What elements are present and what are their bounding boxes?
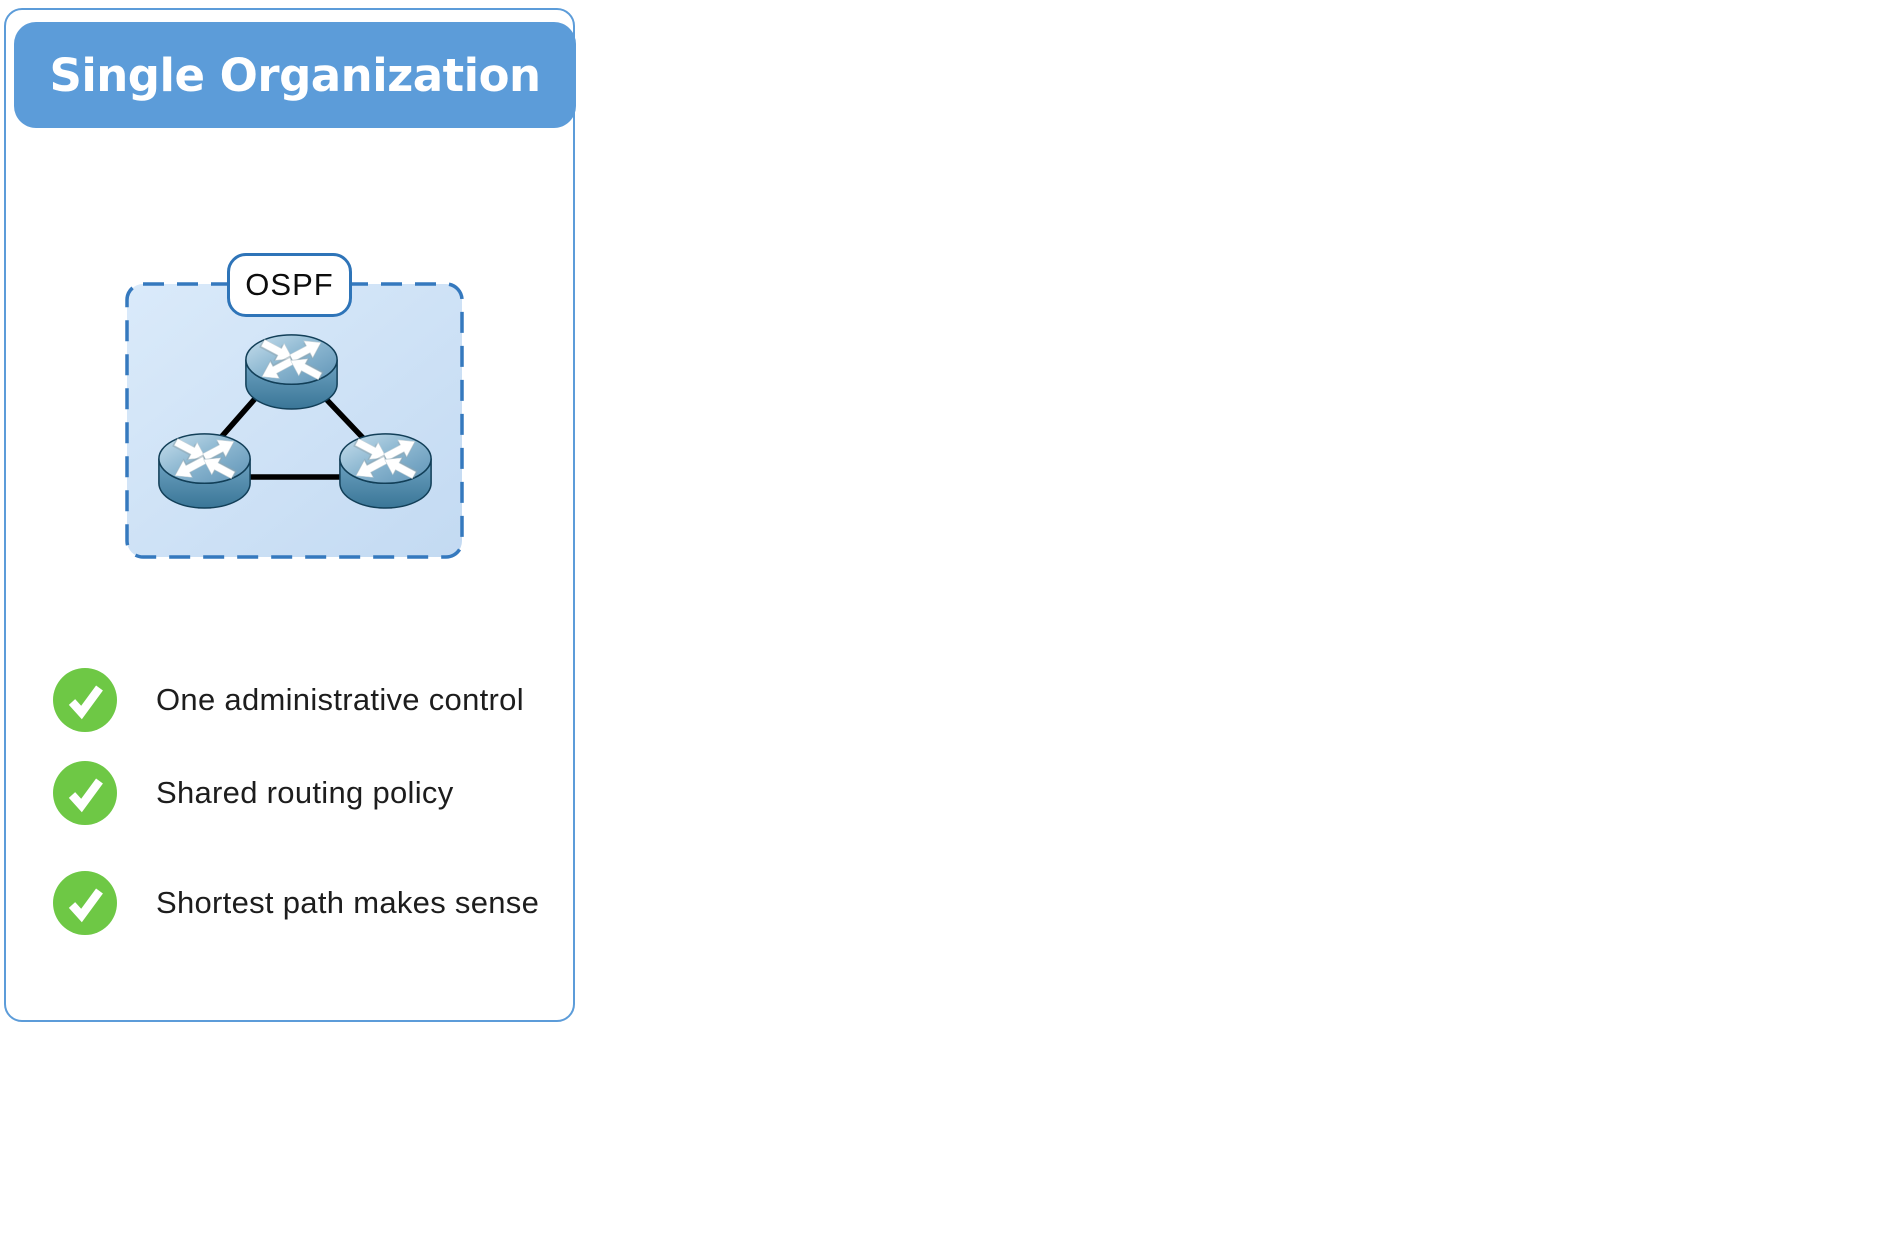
checklist-item-label: Shortest path makes sense [156, 885, 540, 920]
card-title: Single Organization [49, 48, 541, 102]
router-icon-right [340, 433, 431, 508]
checklist-item: One administrative control [53, 668, 524, 732]
checklist-item-label: One administrative control [156, 682, 524, 717]
card-header: Single Organization [14, 22, 576, 128]
check-icon [53, 761, 117, 825]
check-icon [53, 871, 117, 935]
single-organization-card: Single Organization [4, 8, 576, 1022]
checklist-item-label: Shared routing policy [156, 775, 454, 810]
check-icon [53, 668, 117, 732]
ospf-label: OSPF [227, 253, 352, 317]
checklist-item: Shortest path makes sense [53, 871, 539, 935]
checklist-item: Shared routing policy [53, 761, 453, 825]
router-icon-top [246, 334, 337, 409]
router-icon-left [159, 433, 250, 508]
ospf-zone-box [125, 282, 464, 559]
ospf-label-text: OSPF [245, 267, 334, 302]
